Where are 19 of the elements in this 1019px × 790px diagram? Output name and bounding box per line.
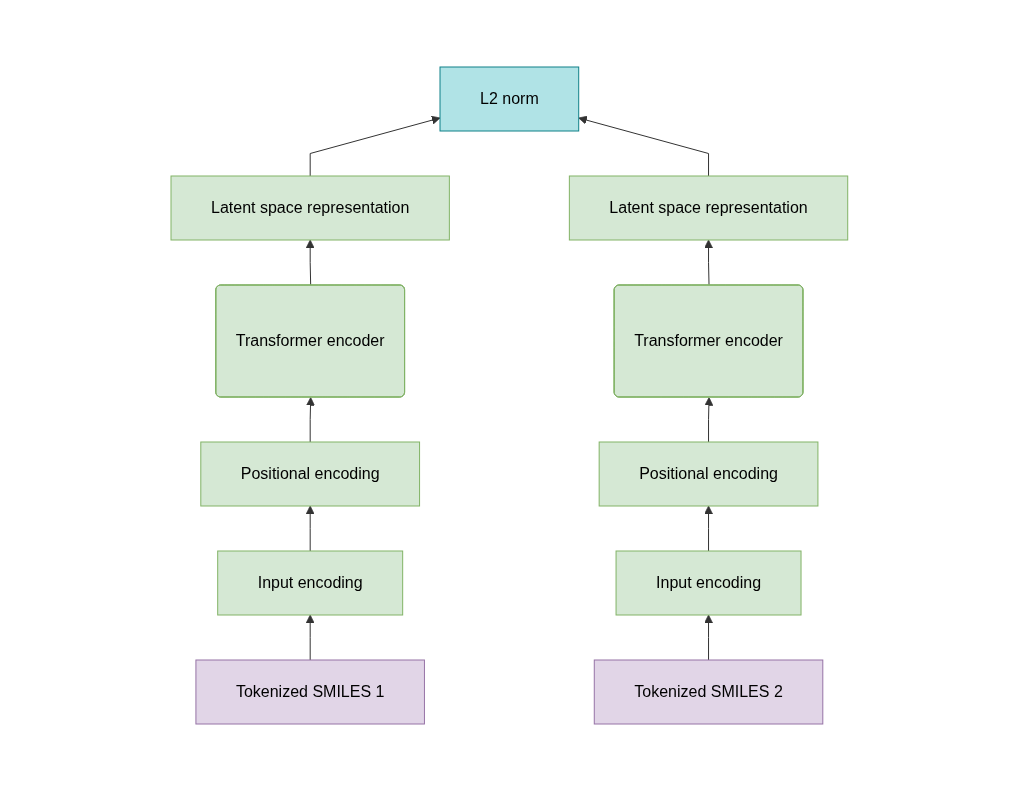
- arrow: [305, 505, 315, 551]
- node-box: Input encoding: [615, 550, 802, 615]
- arrow: [704, 239, 714, 286]
- arrow: [309, 115, 441, 176]
- node-box: L2 norm: [439, 66, 580, 131]
- node-box: Positional encoding: [200, 441, 421, 506]
- node-box: Latent space representation: [170, 175, 450, 240]
- node-box: Input encoding: [217, 550, 404, 615]
- node-box: Positional encoding: [598, 441, 819, 506]
- arrow: [305, 614, 315, 660]
- arrow: [704, 396, 714, 442]
- arrow: [305, 239, 315, 286]
- node-box: Tokenized SMILES 1: [195, 659, 426, 724]
- node-box: Latent space representation: [569, 175, 849, 240]
- arrow: [704, 614, 714, 660]
- arrow: [704, 505, 714, 551]
- arrow: [578, 115, 710, 176]
- arrow: [306, 396, 316, 442]
- node-box: Tokenized SMILES 2: [593, 659, 824, 724]
